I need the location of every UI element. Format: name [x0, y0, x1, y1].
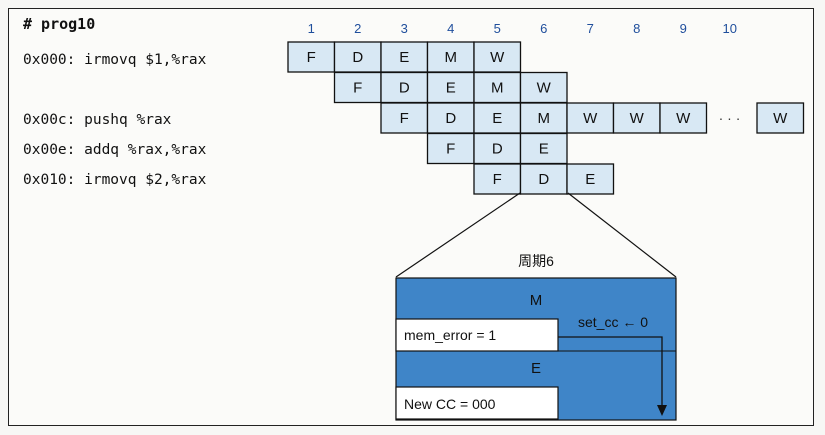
stage-label: D [399, 80, 410, 97]
e-register-value: New CC = 000 [404, 396, 496, 412]
program-title: # prog10 [23, 15, 95, 33]
zoom-line-right [567, 192, 677, 278]
arrow-down-icon [657, 405, 667, 416]
cycle-number: 4 [447, 21, 454, 36]
stage-label: F [400, 110, 409, 127]
cycle-number: 9 [680, 21, 687, 36]
cycle-number: 6 [540, 21, 547, 36]
stage-box [473, 41, 522, 73]
ellipsis-marker: · · · [719, 110, 741, 126]
m-stage-label: M [530, 292, 543, 309]
stage-label: E [492, 110, 502, 127]
stage-label: D [352, 49, 363, 66]
stage-label: E [446, 80, 456, 97]
cycle-number: 3 [401, 21, 408, 36]
stage-label: D [538, 171, 549, 188]
zoom-line-left [395, 192, 521, 278]
stage-box [659, 102, 708, 134]
stage-box [380, 102, 429, 134]
stage-label: M [491, 80, 504, 97]
cycle-number: 7 [587, 21, 594, 36]
stage-label: E [399, 49, 409, 66]
stage-box [473, 163, 522, 195]
cycle-number: 1 [308, 21, 315, 36]
cycle-number: 10 [723, 21, 737, 36]
instruction-line: 0x010: irmovq $2,%rax [23, 172, 207, 188]
stage-label: D [445, 110, 456, 127]
stage-label: F [493, 171, 502, 188]
instruction-line: 0x00c: pushq %rax [23, 112, 172, 128]
cycle-detail-title: 周期6 [518, 253, 554, 269]
stage-label: W [676, 110, 691, 127]
stage-label: F [446, 141, 455, 158]
cycle-number-row: 1 2 3 4 5 6 7 8 9 10 [308, 21, 737, 36]
e-stage-label: E [531, 360, 541, 377]
m-register-value: mem_error = 1 [404, 327, 496, 343]
instruction-list: 0x000: irmovq $1,%rax 0x00c: pushq %rax 0x… [23, 52, 207, 188]
set-cc-signal-wire [558, 336, 663, 412]
set-cc-signal-label: set_cc ← 0 [578, 314, 648, 330]
stage-label: W [490, 49, 505, 66]
instruction-line: 0x00e: addq %rax,%rax [23, 142, 207, 158]
e-register-box [395, 386, 559, 420]
stage-box [519, 132, 568, 165]
stage-box [380, 71, 429, 104]
stage-box [473, 132, 522, 165]
stage-box [519, 71, 568, 104]
stage-box [473, 71, 522, 104]
stage-label: F [353, 80, 362, 97]
cycle-number: 2 [354, 21, 361, 36]
stage-label: M [445, 49, 458, 66]
stage-label: E [539, 141, 549, 158]
stage-label: E [585, 171, 595, 188]
stage-box [426, 132, 475, 165]
cycle-number: 5 [494, 21, 501, 36]
stage-box [333, 71, 382, 104]
stage-label: W [773, 110, 788, 127]
stage-box [612, 102, 661, 134]
stage-box [473, 102, 522, 134]
stage-label: D [492, 141, 503, 158]
stage-label: M [538, 110, 551, 127]
stage-box [756, 102, 805, 134]
stage-box [566, 163, 615, 195]
stage-box [287, 41, 336, 73]
stage-label: F [307, 49, 316, 66]
stage-box [566, 102, 615, 134]
instruction-line: 0x000: irmovq $1,%rax [23, 52, 207, 68]
stage-label: W [537, 80, 552, 97]
stage-label: W [630, 110, 645, 127]
m-register-box [395, 318, 559, 352]
cycle-number: 8 [633, 21, 640, 36]
stage-label: W [583, 110, 598, 127]
